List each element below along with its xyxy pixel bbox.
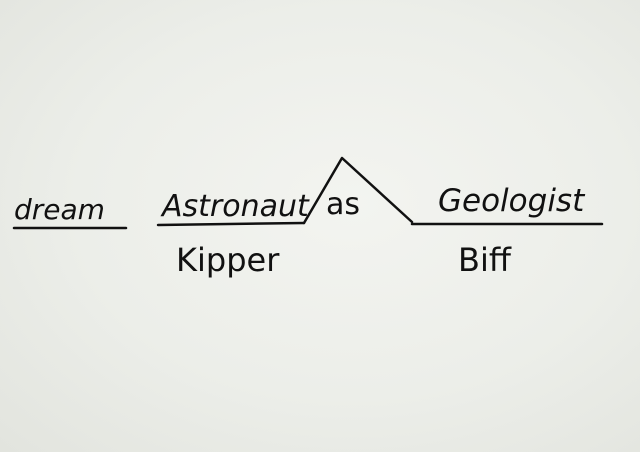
word-verb: dream [14, 193, 105, 226]
conjunction-peak [302, 156, 414, 225]
word-conjunction: as [326, 187, 361, 222]
word-first-subject: Kipper [176, 241, 280, 279]
word-second-subject: Biff [458, 241, 511, 279]
word-first-complement: Astronaut [162, 189, 309, 224]
word-second-complement: Geologist [438, 183, 585, 219]
left-baseline [156, 221, 306, 227]
